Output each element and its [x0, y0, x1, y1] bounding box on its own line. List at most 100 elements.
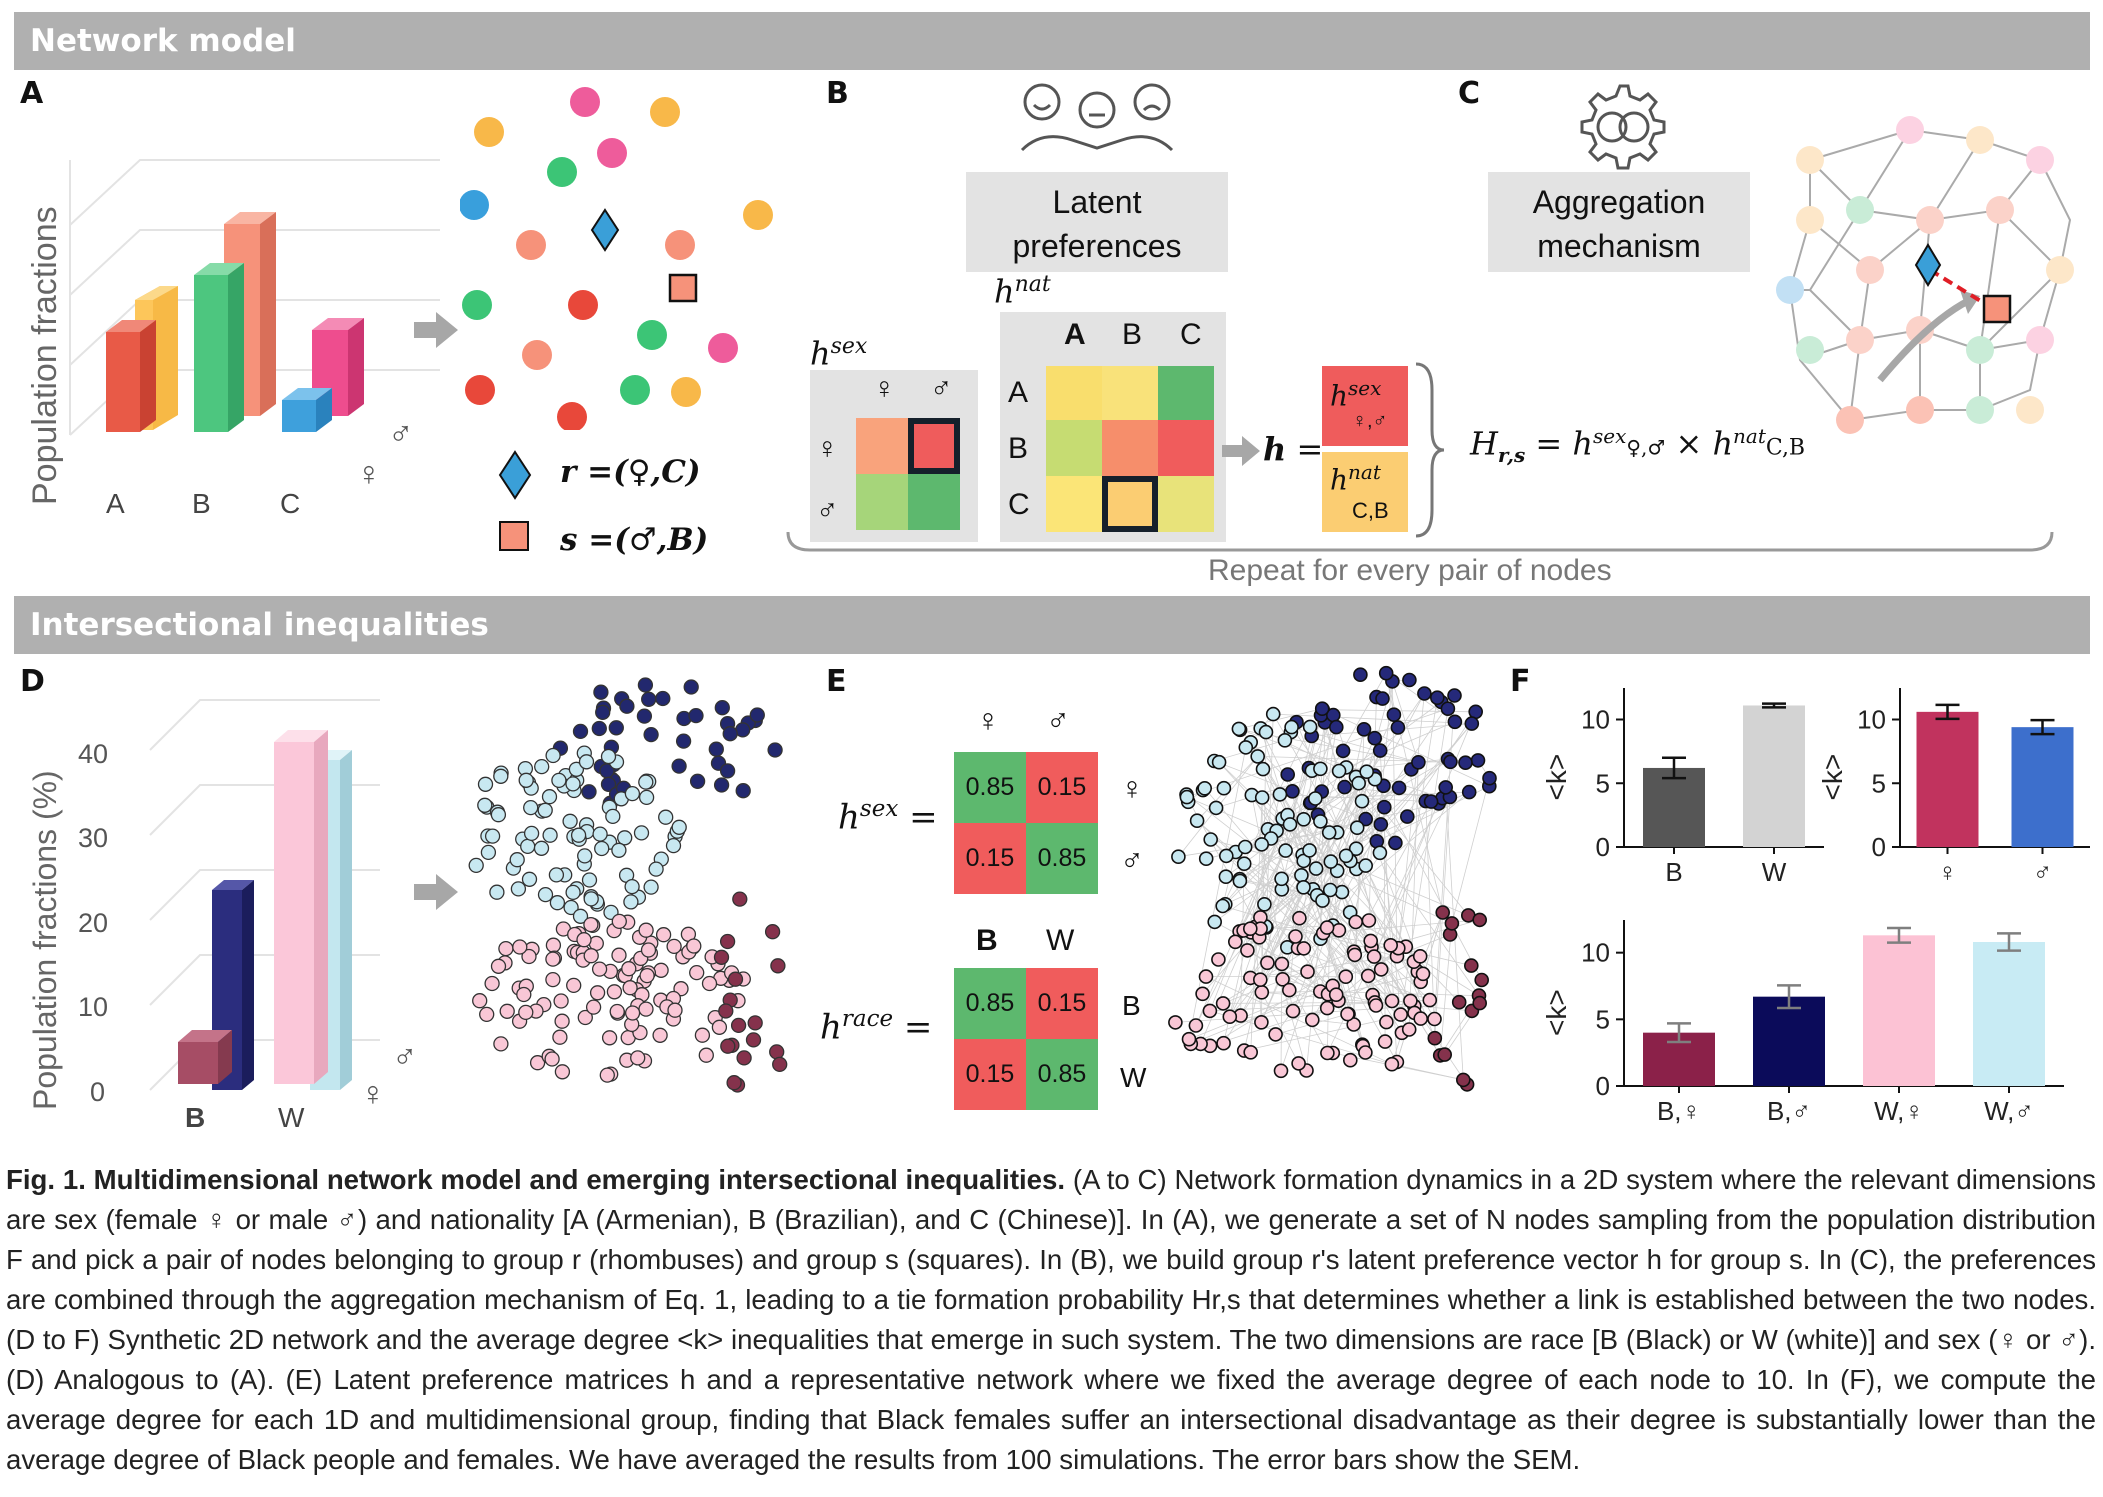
network-node [608, 720, 624, 736]
network-edge [1373, 711, 1477, 957]
network-node [711, 1019, 728, 1035]
network-node [576, 932, 592, 948]
legend-s-label: s =(♂,B) [560, 522, 709, 558]
network-node [601, 1030, 618, 1046]
bar [1643, 767, 1705, 847]
network-node [1366, 949, 1382, 964]
network-node [510, 881, 527, 897]
bar [1863, 935, 1935, 1086]
network-node [637, 677, 654, 693]
network-node [1268, 1027, 1283, 1042]
network-node [1335, 743, 1351, 759]
network-node [1328, 987, 1344, 1003]
network-node [1197, 781, 1213, 796]
network-node [1302, 719, 1318, 735]
network-node [1302, 843, 1317, 858]
network-edge [1336, 973, 1424, 996]
h-vector-sex-cell: hsex ♀,♂ [1322, 366, 1408, 446]
network-node [1275, 971, 1290, 987]
bar [1916, 711, 1979, 847]
network-node [1461, 784, 1477, 800]
x-tick-label: ♂ [2033, 857, 2053, 887]
network-node [623, 894, 639, 910]
aggregation-line1: Aggregation [1532, 184, 1706, 220]
network-node [1338, 848, 1354, 864]
network-node [1258, 724, 1274, 740]
network-node [1472, 912, 1488, 928]
network-node [578, 754, 595, 770]
network-node [534, 758, 550, 775]
network-node [689, 773, 706, 789]
network-node [1314, 701, 1330, 717]
network-node [1358, 1045, 1373, 1060]
network-node [1386, 707, 1402, 723]
network-node [591, 961, 608, 977]
network-node [1367, 730, 1382, 746]
network-edge [1261, 991, 1472, 1012]
network-node [1254, 837, 1269, 852]
network-node [1348, 914, 1363, 930]
panel-a-legend [498, 450, 532, 551]
network-node [1292, 910, 1307, 926]
network-node [713, 777, 730, 793]
network-edge [1392, 681, 1419, 763]
network-node [583, 948, 599, 964]
ytick-40: 40 [78, 739, 108, 769]
network-edge [1371, 787, 1447, 948]
network-edge [1303, 818, 1367, 949]
network-node [521, 871, 538, 887]
e-header-w: W [1046, 924, 1075, 957]
matrix-cell: 0.85 [1026, 823, 1098, 894]
network-node [611, 947, 627, 963]
x-tick-label: W,♂ [1984, 1096, 2034, 1126]
network-node [581, 872, 598, 888]
female-symbol: ♀ [360, 1075, 386, 1113]
network-node [512, 939, 528, 955]
arrow-icon [1222, 436, 1260, 466]
network-node [1444, 916, 1460, 931]
network-node [1313, 761, 1328, 777]
network-node [1393, 1007, 1408, 1022]
network-node [1343, 1052, 1358, 1068]
panel-e-network [1168, 665, 1497, 1092]
network-node [554, 1064, 571, 1080]
network-node [764, 924, 781, 940]
network-node [606, 984, 623, 1000]
network-node [1257, 897, 1272, 912]
network-node [1296, 941, 1312, 956]
network-node [572, 723, 589, 740]
network-node [1372, 845, 1388, 861]
network-node [624, 1005, 641, 1021]
network-edge [1202, 785, 1384, 995]
network-node [1329, 719, 1344, 735]
col-a: A [1064, 318, 1086, 351]
network-node [666, 938, 682, 955]
network-node [1179, 789, 1195, 805]
network-node [1280, 767, 1295, 782]
bar [1973, 942, 2045, 1086]
square-node-s [668, 273, 698, 303]
network-node [490, 958, 507, 974]
network-node [643, 879, 659, 895]
network-node [1447, 714, 1463, 730]
network-node [468, 857, 484, 874]
network-edge [1439, 923, 1453, 1056]
network-node [1340, 1006, 1355, 1022]
network-node [1254, 984, 1270, 1000]
network-node [1237, 839, 1253, 855]
network-node [1377, 1034, 1393, 1049]
matrix-cell: 0.15 [1026, 752, 1098, 823]
network-node [640, 942, 657, 958]
network-node [562, 813, 578, 829]
network-edge [1190, 991, 1321, 1045]
x-tick-label: W [1762, 857, 1787, 887]
network-node [509, 852, 525, 868]
network-node [541, 789, 558, 805]
network-node [1361, 913, 1377, 928]
network-node [1464, 716, 1480, 731]
network-node [1358, 858, 1373, 873]
network-node [553, 993, 569, 1009]
network-node [624, 878, 640, 895]
ytick-20: 20 [78, 908, 108, 938]
network-node [1272, 787, 1288, 802]
